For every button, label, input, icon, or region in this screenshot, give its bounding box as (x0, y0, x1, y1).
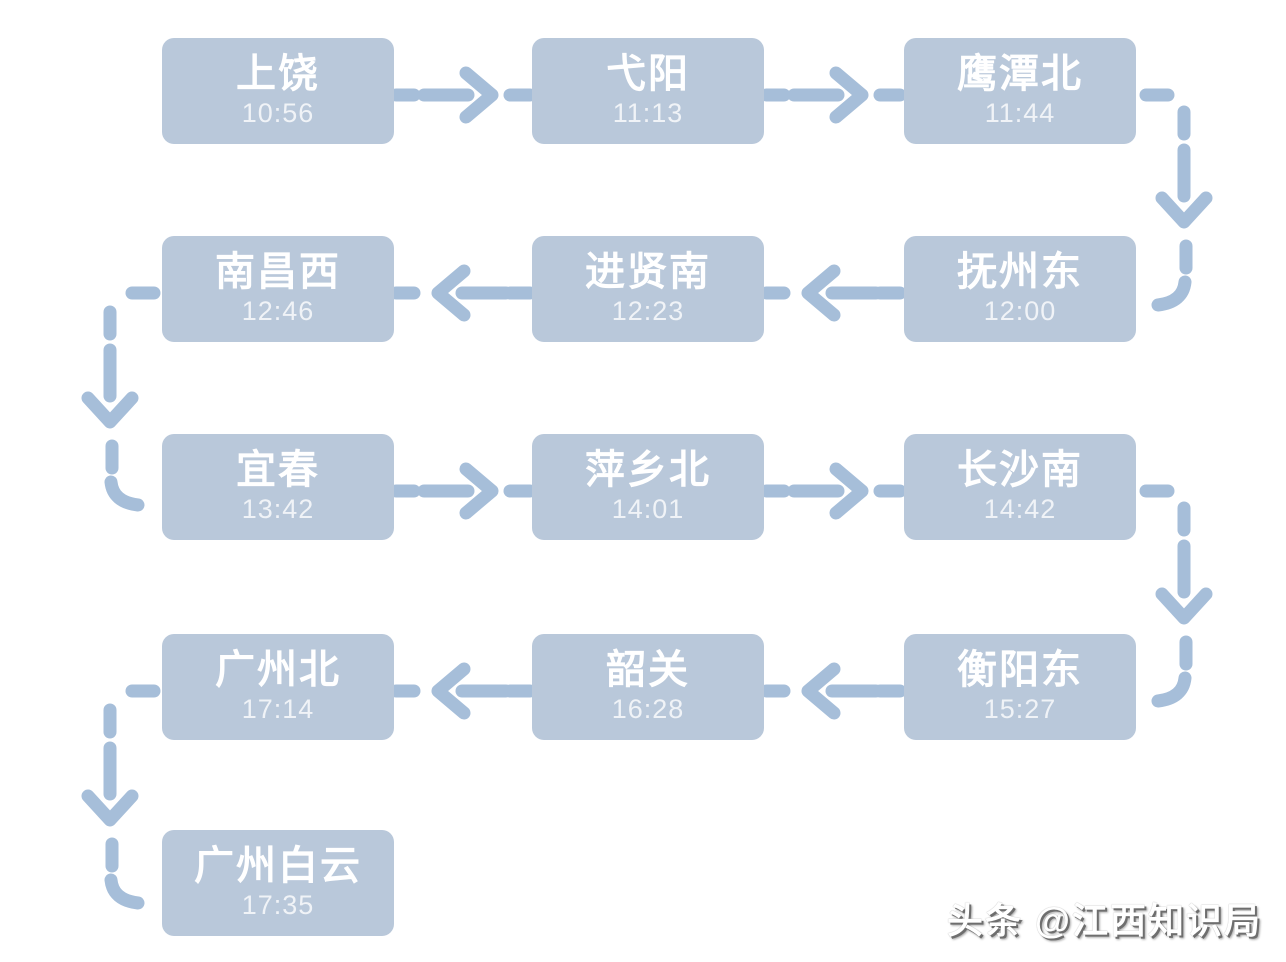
station-time: 16:28 (611, 694, 685, 724)
station-name: 弋阳 (606, 52, 690, 96)
station-time: 14:42 (983, 494, 1057, 524)
station-box-hengyangdong: 衡阳东 15:27 (904, 634, 1136, 740)
station-name: 萍乡北 (585, 448, 711, 492)
arrow-left-icon (389, 264, 537, 322)
station-name: 南昌西 (215, 250, 341, 294)
watermark: 头条 @江西知识局 (946, 900, 1262, 941)
station-time: 12:00 (983, 296, 1057, 326)
station-name: 宜春 (236, 448, 320, 492)
station-time: 11:13 (612, 98, 684, 128)
arrow-right-icon (389, 66, 537, 124)
station-name: 广州北 (215, 648, 341, 692)
arrow-down-icon (1139, 484, 1213, 708)
station-box-yiyang: 弋阳 11:13 (532, 38, 764, 144)
station-name: 长沙南 (957, 448, 1083, 492)
station-time: 15:27 (983, 694, 1057, 724)
station-box-jinxiannan: 进贤南 12:23 (532, 236, 764, 342)
station-box-shangrao: 上饶 10:56 (162, 38, 394, 144)
station-name: 衡阳东 (957, 648, 1083, 692)
station-name: 抚州东 (957, 250, 1083, 294)
station-box-yingtanbei: 鹰潭北 11:44 (904, 38, 1136, 144)
station-name: 广州白云 (194, 844, 362, 888)
station-name: 进贤南 (585, 250, 711, 294)
station-box-pingxiangbei: 萍乡北 14:01 (532, 434, 764, 540)
arrow-down-icon (81, 684, 161, 910)
station-box-guangzhoubaiyun: 广州白云 17:35 (162, 830, 394, 936)
station-time: 17:35 (241, 890, 315, 920)
station-box-fuzhoudong: 抚州东 12:00 (904, 236, 1136, 342)
station-box-nanchangxi: 南昌西 12:46 (162, 236, 394, 342)
station-time: 13:42 (241, 494, 315, 524)
station-box-guangzhoubei: 广州北 17:14 (162, 634, 394, 740)
station-time: 12:23 (611, 296, 685, 326)
station-time: 10:56 (241, 98, 315, 128)
station-time: 17:14 (241, 694, 315, 724)
arrow-down-icon (81, 286, 161, 512)
station-name: 鹰潭北 (957, 52, 1083, 96)
arrow-left-icon (759, 264, 907, 322)
station-time: 12:46 (241, 296, 315, 326)
arrow-down-icon (1139, 88, 1213, 312)
station-box-yichun: 宜春 13:42 (162, 434, 394, 540)
arrow-right-icon (389, 462, 537, 520)
station-time: 14:01 (611, 494, 685, 524)
station-time: 11:44 (984, 98, 1056, 128)
arrow-right-icon (759, 462, 907, 520)
station-name: 韶关 (606, 648, 690, 692)
station-box-changshanan: 长沙南 14:42 (904, 434, 1136, 540)
arrow-left-icon (759, 662, 907, 720)
station-name: 上饶 (236, 52, 320, 96)
arrow-right-icon (759, 66, 907, 124)
arrow-left-icon (389, 662, 537, 720)
station-box-shaoguan: 韶关 16:28 (532, 634, 764, 740)
